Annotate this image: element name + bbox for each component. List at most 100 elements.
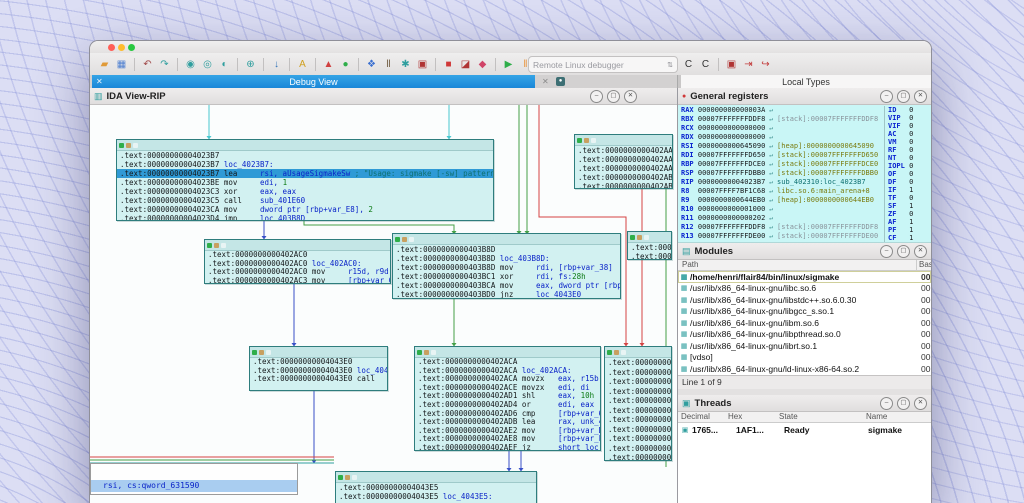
register-row[interactable]: RBX 00007FFFFFFFDDF8 ↵ [stack]:00007FFFF… — [678, 115, 884, 124]
flag-value[interactable]: 0 — [909, 106, 913, 114]
registers-panel[interactable]: RAX 000000000000003A ↵ RBX 00007FFFFFFFD… — [678, 105, 931, 243]
graph-node-G[interactable]: .text:000000000040 .text:000000000040 .tex… — [604, 346, 672, 461]
flag-row[interactable]: IF 1 — [885, 186, 931, 194]
image-icon[interactable]: ▲ — [321, 57, 336, 72]
step-into-icon[interactable]: ↪ — [758, 57, 773, 72]
flag-value[interactable]: 1 — [909, 186, 913, 194]
flag-value[interactable]: 1 — [909, 202, 913, 210]
flag-row[interactable]: VM 0 — [885, 138, 931, 146]
nav-history-icon[interactable]: ◐ — [217, 57, 232, 72]
follow-value-icon[interactable]: ↵ — [765, 178, 777, 186]
node-group-icon[interactable] — [266, 350, 271, 355]
flag-value[interactable]: 0 — [909, 146, 913, 154]
threads-col-decimal[interactable]: Decimal — [678, 412, 725, 422]
follow-value-icon[interactable]: ↵ — [765, 169, 777, 177]
registers-header[interactable]: ● General registers ‒▢✕ — [678, 88, 931, 105]
register-row[interactable]: RCX 0000000000000000 ↵ — [678, 124, 884, 133]
threads-col-name[interactable]: Name — [863, 412, 931, 422]
code-line[interactable]: .text:000000000 — [628, 243, 671, 252]
tabbar-close-icon[interactable]: ✕ — [542, 75, 549, 88]
follow-value-icon[interactable]: ↵ — [765, 187, 777, 195]
jump-back-icon[interactable]: ↶ — [140, 57, 155, 72]
node-title-bar[interactable] — [605, 347, 671, 358]
graph-node-C[interactable]: .text:0000000000402AC0.text:000000000040… — [204, 239, 391, 284]
follow-value-icon[interactable]: ↵ — [765, 223, 777, 231]
modules-column-header[interactable]: Path Base — [678, 260, 931, 271]
threads-column-header[interactable]: Decimal Hex State Name — [678, 412, 931, 423]
module-row[interactable]: ▦/usr/lib/x86_64-linux-gnu/libstdc++.so.… — [678, 294, 931, 306]
modules-col-path[interactable]: Path — [678, 260, 916, 270]
flag-row[interactable]: AF 1 — [885, 218, 931, 226]
node-pin-icon[interactable] — [614, 350, 619, 355]
node-group-icon[interactable] — [352, 475, 357, 480]
register-value[interactable]: 00007FFFFFFFDDF8 — [698, 223, 765, 231]
record-icon[interactable]: ● — [338, 57, 353, 72]
register-value[interactable]: 0000000000644EB0 — [698, 196, 765, 204]
code-line[interactable]: .text:0000000000403BC1 xor rdi, fs:28h — [393, 272, 620, 281]
threads-col-state[interactable]: State — [776, 412, 863, 422]
code-line[interactable]: .text:000000000040 — [605, 406, 671, 416]
node-color-icon[interactable] — [119, 143, 124, 148]
module-row[interactable]: ▦/usr/lib/x86_64-linux-gnu/libpthread.so… — [678, 329, 931, 341]
follow-value-icon[interactable]: ↵ — [765, 196, 777, 204]
node-pin-icon[interactable] — [584, 138, 589, 143]
code-line[interactable]: .text:0000000000402AB1 mov — [575, 173, 672, 182]
tab-debug-view[interactable]: ✕ Debug View — [92, 75, 535, 88]
flag-row[interactable]: OF 0 — [885, 170, 931, 178]
node-group-icon[interactable] — [621, 350, 626, 355]
debugger-select[interactable]: Remote Linux debugger ⇅ — [528, 56, 678, 73]
register-row[interactable]: R12 00007FFFFFFFDDF8 ↵ [stack]:00007FFFF… — [678, 223, 884, 232]
follow-value-icon[interactable]: ↵ — [765, 142, 777, 150]
node-group-icon[interactable] — [133, 143, 138, 148]
condition-icon[interactable]: ◆ — [475, 57, 490, 72]
node-title-bar[interactable] — [393, 234, 620, 245]
follow-value-icon[interactable]: ↵ — [765, 115, 777, 123]
flag-value[interactable]: 0 — [909, 162, 913, 170]
flag-value[interactable]: 0 — [909, 122, 913, 130]
code-line[interactable]: .text:00000000004043E5 — [336, 483, 536, 492]
threads-header[interactable]: ▣ Threads ‒▢✕ — [678, 395, 931, 412]
code-line[interactable]: .text:0000000000402AC3 mov [rbp+var_C8],… — [205, 277, 390, 284]
flag-value[interactable]: 0 — [909, 194, 913, 202]
register-row[interactable]: RAX 000000000000003A ↵ — [678, 106, 884, 115]
text-view-icon[interactable]: A — [295, 57, 310, 72]
step-over-icon[interactable]: ⇥ — [741, 57, 756, 72]
flag-value[interactable]: 1 — [909, 234, 913, 242]
close-dock-icon[interactable]: ✕ — [624, 90, 637, 103]
code-line[interactable]: .text:0000000000403BD0 jnz loc_4043E0 — [393, 290, 620, 299]
flag-value[interactable]: 0 — [909, 210, 913, 218]
register-value[interactable]: 000000000000003A — [698, 106, 765, 114]
flag-row[interactable]: DF 0 — [885, 178, 931, 186]
graph-node-E[interactable]: .text:00000000004043E0.text:000000000040… — [249, 346, 388, 391]
flag-row[interactable]: NT 0 — [885, 154, 931, 162]
code-line[interactable]: .text:00000000004023C5 call sub_401E60 — [117, 196, 493, 205]
flag-value[interactable]: 0 — [909, 130, 913, 138]
save-icon[interactable]: ▦ — [114, 57, 129, 72]
code-line[interactable]: .text:00000000004043E5 loc_4043E5: — [336, 492, 536, 501]
node-title-bar[interactable] — [575, 135, 672, 146]
window-titlebar[interactable] — [90, 41, 931, 53]
follow-value-icon[interactable]: ↵ — [765, 160, 777, 168]
node-pin-icon[interactable] — [214, 243, 219, 248]
minimize-traffic-light[interactable] — [118, 44, 125, 51]
code-line[interactable]: .text:000000000040 — [605, 368, 671, 378]
code-line[interactable]: .text:00000000004023B7 lea rsi, aUsageSi… — [117, 169, 493, 178]
debugger-window-icon[interactable]: ▣ — [724, 57, 739, 72]
flag-row[interactable]: VIP 0 — [885, 114, 931, 122]
c-source-alt-icon[interactable]: C — [698, 57, 713, 72]
nav-prev-icon[interactable]: ◉ — [183, 57, 198, 72]
selected-operand[interactable]: rsi, cs:qword_631590 — [91, 480, 298, 492]
node-color-icon[interactable] — [630, 235, 635, 240]
close-dock-icon[interactable]: ✕ — [914, 397, 927, 410]
flag-row[interactable]: VIF 0 — [885, 122, 931, 130]
code-line[interactable]: .text:000000000040 — [605, 434, 671, 444]
register-value[interactable]: 00000000004023B7 — [698, 178, 765, 186]
node-pin-icon[interactable] — [402, 237, 407, 242]
close-dock-icon[interactable]: ✕ — [914, 245, 927, 258]
follow-value-icon[interactable]: ↵ — [765, 214, 777, 222]
code-line[interactable]: .text:000000000 — [628, 252, 671, 260]
code-line[interactable]: .text:000000000040 — [605, 387, 671, 397]
breakpoint-icon[interactable]: ■ — [441, 57, 456, 72]
flag-row[interactable]: CF 1 — [885, 234, 931, 242]
register-value[interactable]: 00007FFFFFFFDCE0 — [698, 160, 765, 168]
